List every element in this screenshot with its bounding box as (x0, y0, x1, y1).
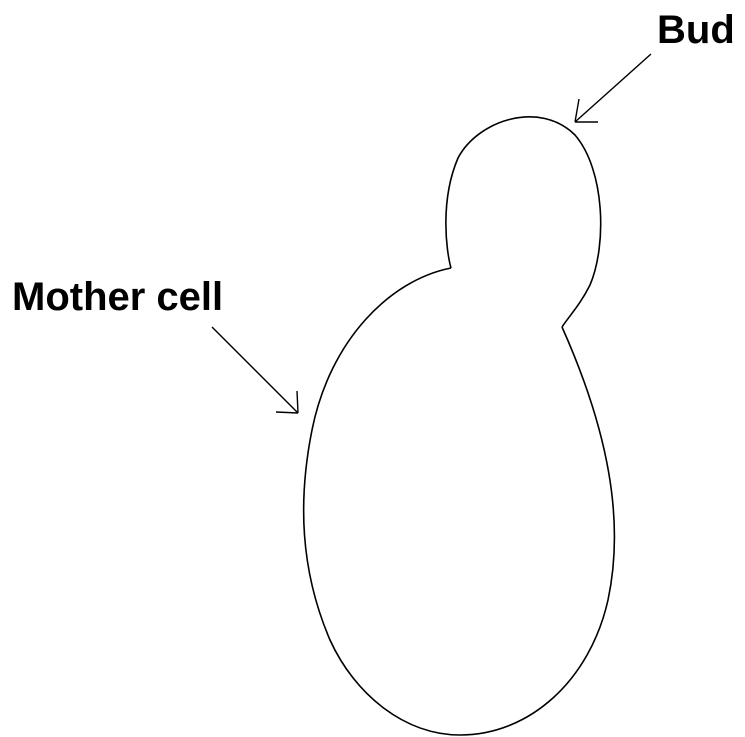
mother-cell-outline (304, 268, 615, 735)
mother-cell-label: Mother cell (12, 277, 223, 317)
bud-label: Bud (657, 10, 735, 50)
bud-outline (446, 117, 601, 327)
mother-cell-arrow (212, 327, 298, 413)
bud-arrow (575, 54, 651, 122)
